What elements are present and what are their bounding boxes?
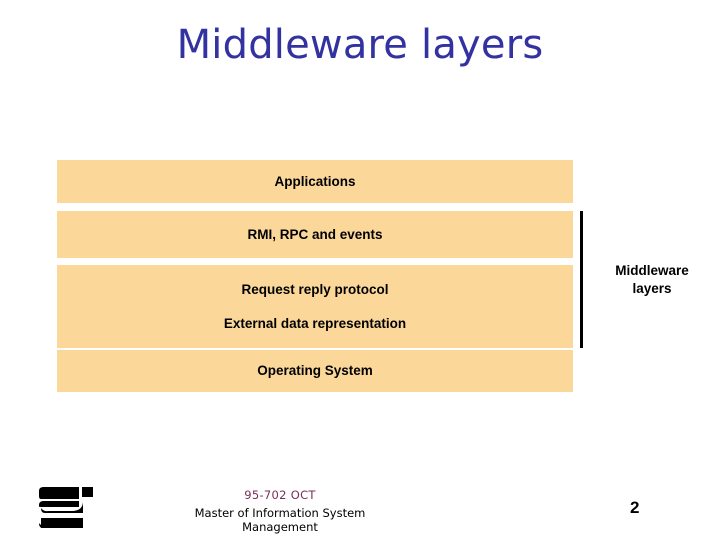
page-number: 2 xyxy=(630,498,640,517)
program-name: Master of Information System Management xyxy=(130,506,430,536)
middleware-bracket-bar xyxy=(580,211,583,348)
layer-box-operating-system: Operating System xyxy=(57,350,573,392)
layer-label-applications: Applications xyxy=(274,173,356,189)
layer-box-request-reply-and-xdr: Request reply protocol External data rep… xyxy=(57,265,573,348)
layer-label-external-data-representation: External data representation xyxy=(223,315,407,331)
middleware-bracket-annotation: Middleware layers xyxy=(596,262,708,298)
middleware-annotation-line-2: layers xyxy=(632,281,672,297)
page-title: Middleware layers xyxy=(176,22,544,68)
layer-label-rmi-rpc-events: RMI, RPC and events xyxy=(247,226,383,242)
layer-box-rmi-rpc-events: RMI, RPC and events xyxy=(57,211,573,258)
program-name-line-1: Master of Information System xyxy=(194,505,366,520)
program-name-line-2: Management xyxy=(242,520,318,535)
course-code: 95-702 OCT xyxy=(244,488,316,502)
middleware-annotation-line-1: Middleware xyxy=(615,263,689,278)
layer-label-request-reply-protocol: Request reply protocol xyxy=(241,282,389,297)
layer-box-applications: Applications xyxy=(57,160,573,203)
middleware-layer-stack: Applications RMI, RPC and events Request… xyxy=(57,160,573,392)
footer-course-info: 95-702 OCT Master of Information System … xyxy=(130,488,430,535)
heinz-college-logo xyxy=(39,487,115,532)
layer-label-operating-system: Operating System xyxy=(257,363,373,379)
